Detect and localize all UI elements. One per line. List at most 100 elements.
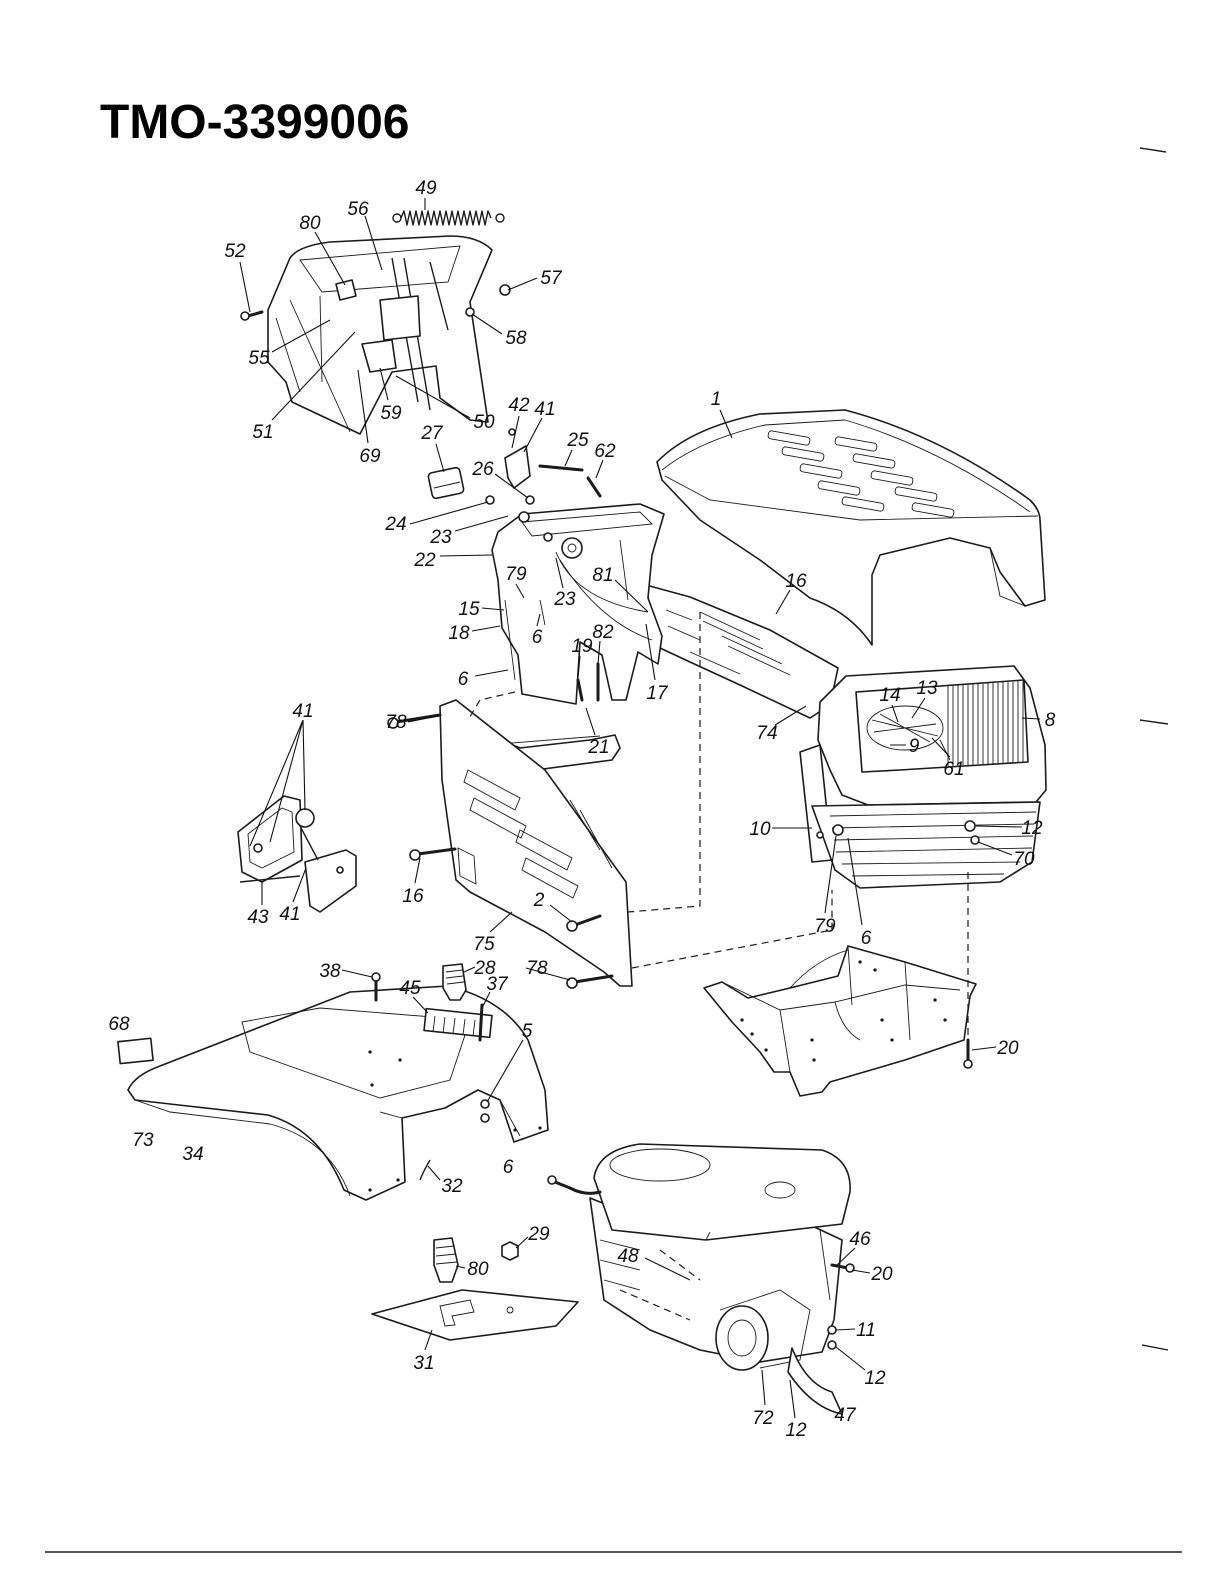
engine-cable [553,1180,602,1195]
front-panel [439,699,633,987]
callout-label: 46 [849,1229,871,1250]
callout-labels: 49 56 80 52 57 58 55 59 50 51 69 42 41 1… [108,178,1055,1441]
pedal-bracket [379,295,421,341]
callout-label: 68 [108,1014,130,1035]
callout-label: 32 [441,1176,463,1197]
callout-label: 25 [566,430,589,451]
engine-shroud [593,1143,851,1241]
callout-label: 78 [526,958,548,979]
callout-label: 69 [359,446,381,467]
screw [576,662,600,702]
grille-nut [970,835,980,845]
bolt [394,713,614,984]
grille-mesh [866,705,944,751]
hood-vent [781,446,825,462]
dash-switch-cover [427,466,465,500]
dash-bracket [504,445,531,489]
callout-label: 41 [534,399,555,420]
clip [485,495,495,505]
fender-seat-recess [241,1007,471,1099]
wire-harness [539,551,653,641]
engine-cap [764,1181,796,1199]
pedal-pan-rim [275,245,461,433]
hood-assembly [656,409,1046,646]
callout-label: 41 [292,701,313,722]
cable-end [547,1175,557,1185]
dash-bolt [518,511,530,523]
hood-crease [661,419,1039,607]
shift-knob-ridges [445,969,465,985]
frame-holes [740,960,947,1062]
frame-bolt-head [963,1059,973,1069]
fender-slot-plate [423,1007,493,1039]
callout-label: 42 [508,395,530,416]
callout-label: 51 [252,422,273,443]
callout-label: 22 [413,550,436,571]
bolt-head [409,849,421,861]
callout-label: 12 [1021,818,1043,839]
callout-label: 15 [458,599,480,620]
bracket-bolt [253,843,263,853]
engine-bolt-head [845,1263,855,1273]
left-bracket-group [237,795,357,913]
bracket-knob [295,808,315,828]
lift-knob [433,1237,459,1283]
callout-label: 6 [458,669,469,690]
throttle-rod [538,464,602,498]
engine-group [547,1143,855,1415]
callout-label: 61 [943,759,964,780]
callout-label: 82 [592,622,614,643]
callout-label: 55 [248,348,270,369]
callout-label: 74 [756,723,777,744]
hood [656,409,1046,646]
bracket-rod [239,825,319,883]
grille-lower-stripes [829,811,1037,877]
hood-vent [799,463,843,479]
hidden-line [619,1249,701,1321]
muffler-body [719,1289,811,1369]
clip [508,428,516,436]
callout-label: 73 [132,1130,154,1151]
hood-vent [852,453,896,469]
callout-label: 41 [279,904,300,925]
callout-label: 80 [467,1259,489,1280]
page-title: TMO-3399006 [100,96,410,149]
callout-label: 37 [486,974,509,995]
grille-bolt [964,820,976,832]
callout-label: 19 [571,636,593,657]
callout-label: 52 [224,241,246,262]
engine-fins [599,1229,831,1301]
plate-group [371,1237,579,1341]
callout-label: 23 [429,527,452,548]
ignition-switch [561,537,583,559]
callout-label: 81 [592,565,613,586]
fender-screw-head [371,972,381,982]
callout-label: 29 [527,1224,550,1245]
dash-switch-cover-edge [433,481,461,489]
grille-assembly [799,665,1047,889]
callout-label: 5 [522,1021,533,1042]
pedal-assembly [240,210,511,435]
callout-label: 70 [1013,849,1035,870]
callout-label: 57 [540,268,563,289]
routing-line [467,691,516,721]
engine-cap [609,1148,711,1182]
callout-label: 28 [473,958,496,979]
mounting-plate-notch [439,1299,475,1327]
callout-label: 38 [319,961,341,982]
front-panel-vents [457,769,613,899]
callout-label: 16 [402,886,424,907]
callout-label: 75 [473,934,495,955]
hood-vent [841,496,885,512]
hex-nut [501,1241,519,1261]
callout-label: 17 [646,683,669,704]
callout-label: 48 [617,1246,639,1267]
exhaust-tube [787,1347,843,1415]
callout-label: 2 [533,890,545,911]
callout-label: 45 [399,978,421,999]
callout-label: 27 [420,423,444,444]
grille-clip [816,831,824,839]
grille-bars [947,681,1024,766]
callout-label: 31 [413,1353,434,1374]
